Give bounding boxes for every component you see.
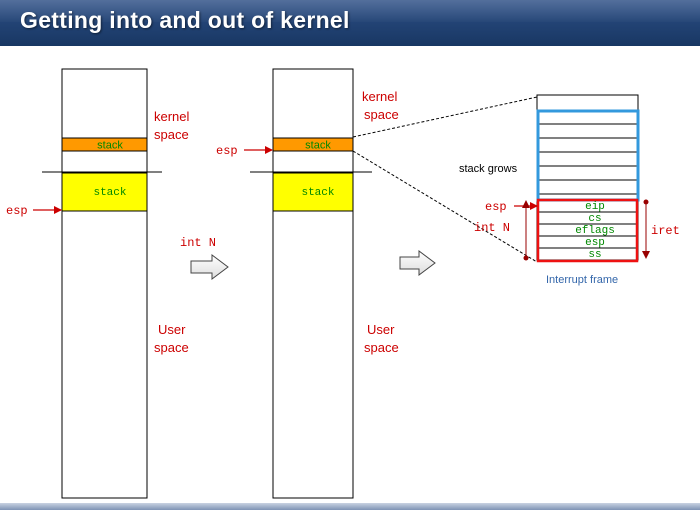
frame-field-ss: ss xyxy=(588,249,601,261)
int-n-span-dot xyxy=(523,255,529,261)
iret-span-dot xyxy=(643,199,649,205)
address-space-middle xyxy=(272,68,354,499)
esp-label-middle: esp xyxy=(216,144,238,158)
kernel-space-label-line2-left: space xyxy=(154,127,189,142)
esp-label-left: esp xyxy=(6,204,28,218)
kernel-stack-left xyxy=(61,137,148,152)
int-n-detail-label: int N xyxy=(474,221,510,235)
user-space-label-line1-middle: User xyxy=(367,322,395,337)
frame-field-cs: cs xyxy=(588,213,601,225)
kernel-stack-middle xyxy=(272,137,354,152)
memory-column-left: stack stack kernel space User space esp xyxy=(6,68,190,499)
zoom-line-top xyxy=(352,96,538,138)
kernel-space-label-line2-middle: space xyxy=(364,107,399,122)
user-stack-middle xyxy=(272,172,354,212)
frame-field-eflags: eflags xyxy=(575,225,615,237)
title-bar: Getting into and out of kernel xyxy=(0,0,700,46)
kernel-stack-label-middle: stack xyxy=(305,140,331,152)
user-space-label-line1-left: User xyxy=(158,322,186,337)
kernel-stack-label-left: stack xyxy=(97,140,123,152)
user-stack-label-left: stack xyxy=(93,187,126,199)
kernel-stack-detail-box xyxy=(536,94,639,261)
bottom-rule xyxy=(0,503,700,510)
frame-field-eip: eip xyxy=(585,201,605,213)
iret-label: iret xyxy=(651,224,680,238)
transition-arrow-1 xyxy=(190,254,229,280)
esp-label-detail: esp xyxy=(485,200,507,214)
title-bar-sheen xyxy=(0,0,700,22)
stack-grows-label: stack grows xyxy=(459,163,518,175)
user-space-label-line2-middle: space xyxy=(364,340,399,355)
int-n-label: int N xyxy=(180,236,216,250)
user-space-label-line2-left: space xyxy=(154,340,189,355)
frame-field-esp: esp xyxy=(585,237,605,249)
kernel-stack-detail: eip cs eflags esp ss stack grows Interru… xyxy=(459,94,680,286)
address-space-left xyxy=(61,68,148,499)
memory-column-middle: stack stack kernel space User space esp xyxy=(216,68,399,499)
slide-title: Getting into and out of kernel xyxy=(20,7,350,33)
user-stack-label-middle: stack xyxy=(301,187,334,199)
kernel-space-label-line1-middle: kernel xyxy=(362,89,398,104)
interrupt-frame-box xyxy=(536,198,639,263)
zoom-line-bottom xyxy=(352,150,538,263)
user-stack-left xyxy=(61,172,148,212)
transition-arrow-2 xyxy=(399,250,436,276)
interrupt-frame-label: Interrupt frame xyxy=(546,274,618,286)
kernel-space-label-line1-left: kernel xyxy=(154,109,190,124)
